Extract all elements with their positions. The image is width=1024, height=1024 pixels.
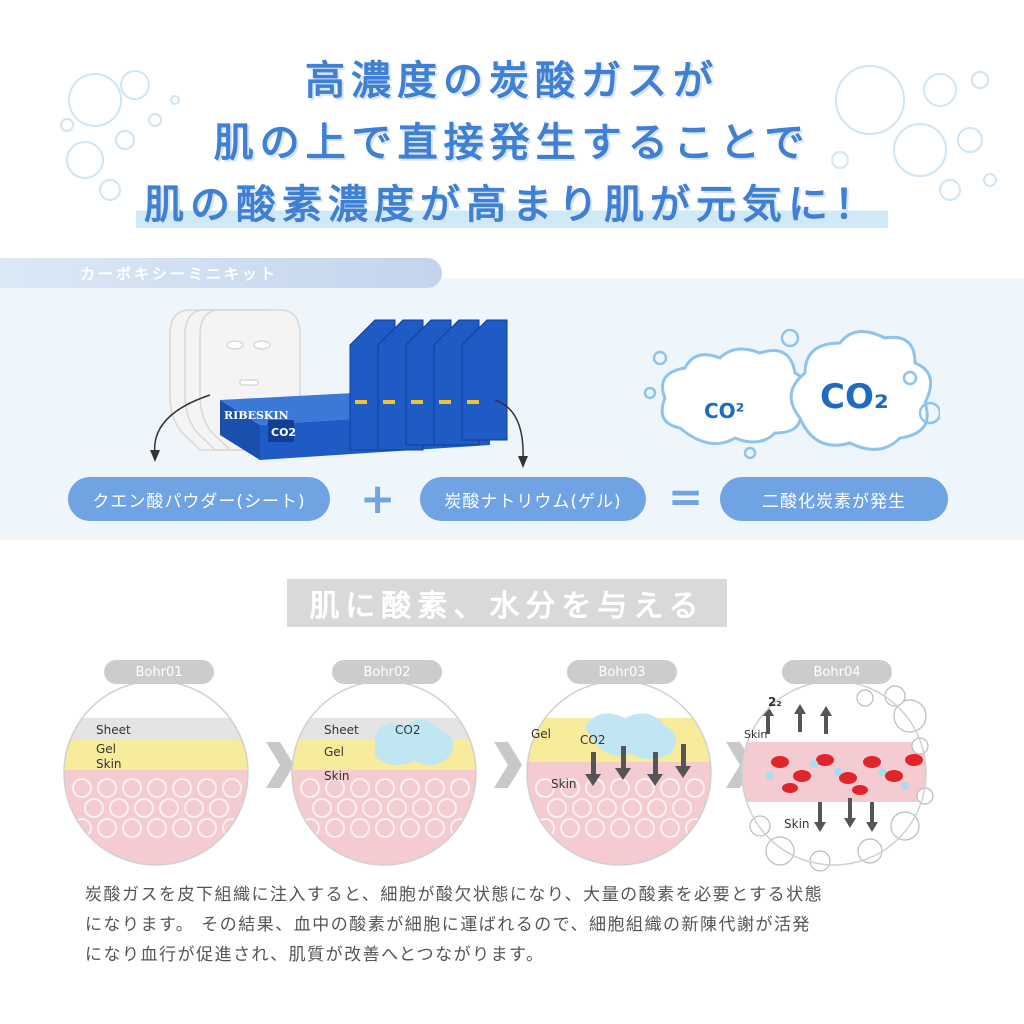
headline-line-3: 肌の酸素濃度が高まり肌が元気に！ [136,182,888,228]
box-co2-text: CO2 [271,426,296,439]
description-line-1: 炭酸ガスを皮下組織に注入すると、細胞が酸欠状態になり、大量の酸素を必要とする状態 [85,885,824,905]
stage-bohr01: Sheet Gel Skin Bohr01 [62,660,250,870]
stage2-label: Bohr02 [332,660,442,684]
headline-line-2: 肌の上で直接発生することで [213,120,811,166]
co2-pouches [349,319,508,451]
stage2-gel-label: Gel [324,745,344,759]
stage1-skin-label: Skin [96,757,122,771]
plus-sign: + [360,474,396,523]
chevron-right-icon [494,742,522,788]
stage3-label: Bohr03 [567,660,677,684]
stage-bohr03: Gel CO2 Skin Bohr03 [525,660,713,870]
co2-cloud-icon: CO² CO₂ [643,328,940,460]
kit-tab-label: カーボキシーミニキット [80,265,279,283]
description-line-2: になります。 その結果、血中の酸素が細胞に運ばれるので、細胞組織の新陳代謝が活発 [85,915,812,935]
bubbles-decoration-left [60,70,180,201]
description-line-3: になり血行が促進され、肌質が改善へとつながります。 [85,945,545,965]
gel-pill: 炭酸ナトリウム(ゲル) [420,477,646,521]
cloud-small-co2: CO² [704,399,744,423]
stage3-gel-label: Gel [531,727,551,741]
stage4-o2-label: 2₂ [768,695,782,709]
powder-pill: クエン酸パウダー(シート) [68,477,330,521]
result-pill: 二酸化炭素が発生 [720,477,948,521]
stage4-skin-top-label: Skin [744,728,767,741]
stage2-skin-label: Skin [324,769,350,783]
bubbles-decoration-right [831,65,997,201]
stage4-label: Bohr04 [782,660,892,684]
equals-sign: = [668,472,704,521]
cloud-large-co2: CO₂ [820,377,889,417]
red-blood-cells [771,754,923,795]
chevron-right-icon [266,742,294,788]
headline: 高濃度の炭酸ガスが 肌の上で直接発生することで 肌の酸素濃度が高まり肌が元気に！ [0,50,1024,236]
kit-section-tab: カーボキシーミニキット [0,258,442,288]
stage2-sheet-label: Sheet [324,723,359,737]
stage1-sheet-label: Sheet [96,723,131,737]
description-paragraph: 炭酸ガスを皮下組織に注入すると、細胞が酸欠状態になり、大量の酸素を必要とする状態… [85,880,955,970]
stage3-co2-label: CO2 [580,733,605,747]
oxygen-section-title: 肌に酸素、水分を与える [287,579,727,627]
arrow-to-powder-icon [153,394,211,456]
bidirectional-arrows [762,704,878,832]
stage1-label: Bohr01 [104,660,214,684]
stage-bohr02: Sheet CO2 Gel Skin Bohr02 [290,660,478,870]
stage4-skin-bottom-label: Skin [784,817,810,831]
arrow-to-gel-icon [494,399,524,461]
stage1-gel-label: Gel [96,742,116,756]
stage2-co2-label: CO2 [395,723,420,737]
headline-line-1: 高濃度の炭酸ガスが [305,58,719,104]
brand-name: RIBESKIN [224,409,289,422]
stage-bohr04: 2₂ Skin Skin Bohr04 [740,660,934,872]
stage3-skin-label: Skin [551,777,577,791]
down-arrows [585,744,691,786]
product-kit-image: RIBESKIN CO2 [150,309,528,468]
